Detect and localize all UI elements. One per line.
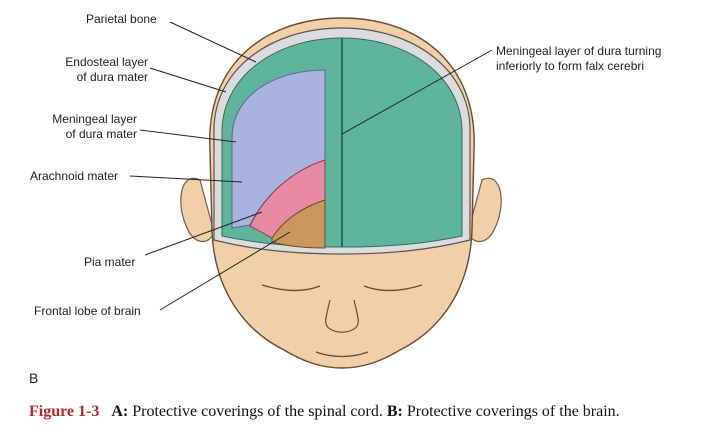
label-falx-cerebri: Meningeal layer of dura turning inferior… bbox=[496, 44, 662, 73]
caption-part-a-text: Protective coverings of the spinal cord. bbox=[132, 403, 383, 420]
caption-figure-number: Figure 1-3 bbox=[29, 403, 100, 420]
label-frontal-lobe: Frontal lobe of brain bbox=[34, 304, 141, 318]
leader-lines bbox=[129, 21, 493, 311]
right-ear bbox=[467, 177, 502, 243]
label-parietal-bone: Parietal bone bbox=[86, 12, 157, 26]
nose bbox=[325, 299, 359, 333]
left-ear bbox=[180, 177, 215, 243]
mouth bbox=[315, 351, 369, 358]
label-arachnoid-mater: Arachnoid mater bbox=[30, 169, 119, 183]
label-pia-mater: Pia mater bbox=[84, 255, 136, 269]
caption-part-b-label: B: bbox=[386, 403, 403, 420]
caption-part-b-text: Protective coverings of the brain. bbox=[406, 403, 620, 420]
figure-caption: Figure 1-3 A: Protective coverings of th… bbox=[29, 402, 709, 421]
caption-part-a-label: A: bbox=[111, 403, 129, 420]
panel-letter: B bbox=[29, 370, 39, 386]
label-endosteal-layer: Endosteal layer of dura mater bbox=[65, 55, 148, 84]
left-eye bbox=[261, 284, 321, 292]
frontal-lobe bbox=[271, 199, 326, 249]
label-meningeal-layer: Meningeal layer of dura mater bbox=[52, 112, 137, 141]
right-eye bbox=[363, 284, 423, 292]
